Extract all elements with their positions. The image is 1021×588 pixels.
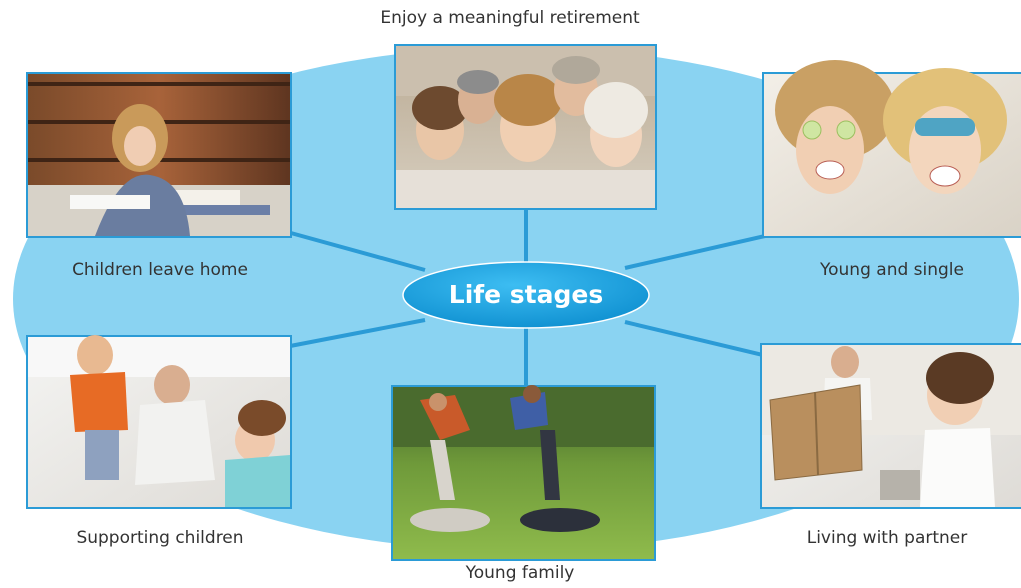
family-playing-photo <box>26 335 292 509</box>
stage-caption-retirement: Enjoy a meaningful retirement <box>380 8 640 28</box>
spokes <box>279 210 766 385</box>
stage-caption-living-with-partner: Living with partner <box>806 528 968 548</box>
stage-caption-young-family: Young family <box>465 563 575 583</box>
spoke-top-right <box>624 234 766 270</box>
center-ellipse <box>402 261 650 329</box>
spoke-top-left <box>279 228 426 272</box>
couple-moving-photo <box>760 343 1021 509</box>
center-title: Life stages <box>448 280 604 309</box>
spoke-bottom-right <box>624 320 764 357</box>
young-women-laughing-photo <box>762 60 1021 238</box>
stage-caption-supporting-children: Supporting children <box>76 528 244 548</box>
spoke-bottom-left <box>284 318 426 349</box>
student-studying-photo <box>26 72 292 238</box>
family-in-park-photo <box>391 385 656 561</box>
stage-caption-children-leave-home: Children leave home <box>72 260 248 280</box>
retired-family-photo <box>394 44 657 210</box>
stage-caption-young-and-single: Young and single <box>820 260 964 280</box>
